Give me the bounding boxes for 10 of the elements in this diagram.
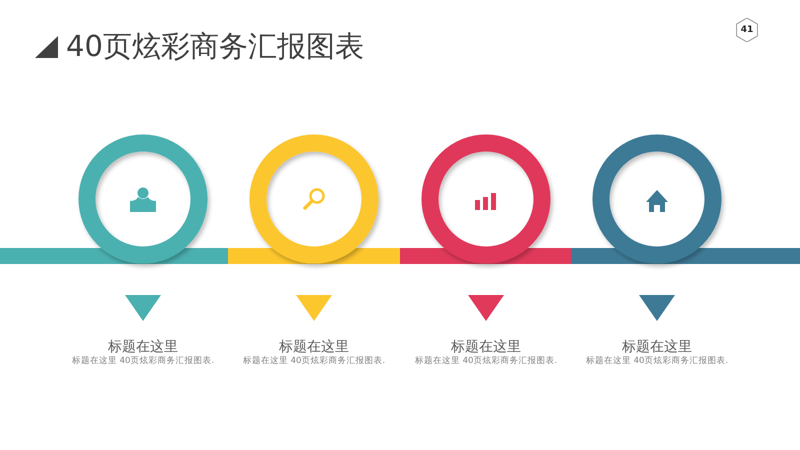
- title: 40页炫彩商务汇报图表: [66, 28, 364, 64]
- page-number-hexagon: 41: [735, 18, 759, 42]
- heading-text: 标题在这里: [278, 338, 350, 356]
- description-text: 标题在这里 40页炫彩商务汇报图表.: [414, 355, 558, 367]
- heading-text: 标题在这里: [450, 338, 522, 356]
- description-text: 标题在这里 40页炫彩商务汇报图表.: [242, 355, 386, 367]
- heading-text: 标题在这里: [107, 338, 179, 356]
- description-text: 标题在这里 40页炫彩商务汇报图表.: [584, 355, 730, 367]
- description-text: 标题在这里 40页炫彩商务汇报图表.: [70, 355, 216, 367]
- heading-text: 标题在这里: [621, 338, 693, 356]
